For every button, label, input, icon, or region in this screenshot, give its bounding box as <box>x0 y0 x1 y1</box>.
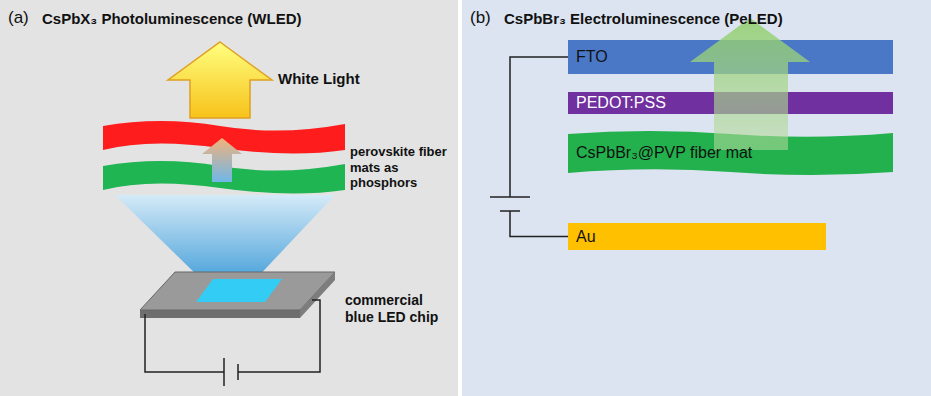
wire-gap <box>504 197 516 211</box>
callout-label: perovskite fiber mats as phosphors <box>350 144 454 191</box>
panel-title: CsPbBr₃ Electroluminescence (PeLED) <box>504 10 783 27</box>
panel-ground <box>462 0 931 396</box>
device-layer: Au <box>568 223 826 250</box>
wire <box>238 300 320 372</box>
panel-tag: (a) <box>8 8 29 28</box>
callout-label: White Light <box>278 70 388 88</box>
panel-ground <box>0 0 458 396</box>
panel: (b) CsPbBr₃ Electroluminescence (PeLED) FT… <box>462 0 931 396</box>
battery-symbol <box>500 210 520 212</box>
led-emitter <box>196 279 282 302</box>
light-cone <box>115 195 335 283</box>
battery-symbol <box>223 358 225 386</box>
panel: (a) CsPbX₃ Photoluminescence (WLED) <box>0 0 458 396</box>
battery-symbol <box>237 364 239 380</box>
layer-label: CsPbBr₃@PVP fiber mat <box>576 144 752 162</box>
layer-label: FTO <box>576 48 608 66</box>
callout-label: commercial blue LED chip <box>345 292 453 326</box>
led-chip <box>140 310 300 318</box>
layer-label: Au <box>576 228 596 246</box>
panel-title: CsPbX₃ Photoluminescence (WLED) <box>42 10 301 27</box>
led-chip <box>300 272 335 318</box>
layer-label: PEDOT:PSS <box>576 94 666 112</box>
conversion-arrow <box>202 138 242 182</box>
battery-symbol <box>490 196 530 198</box>
circuit-wire <box>510 57 568 237</box>
panel-tag: (b) <box>470 8 491 28</box>
white-light-arrow <box>168 42 272 118</box>
emission-arrow <box>462 0 931 396</box>
wire <box>145 314 224 372</box>
